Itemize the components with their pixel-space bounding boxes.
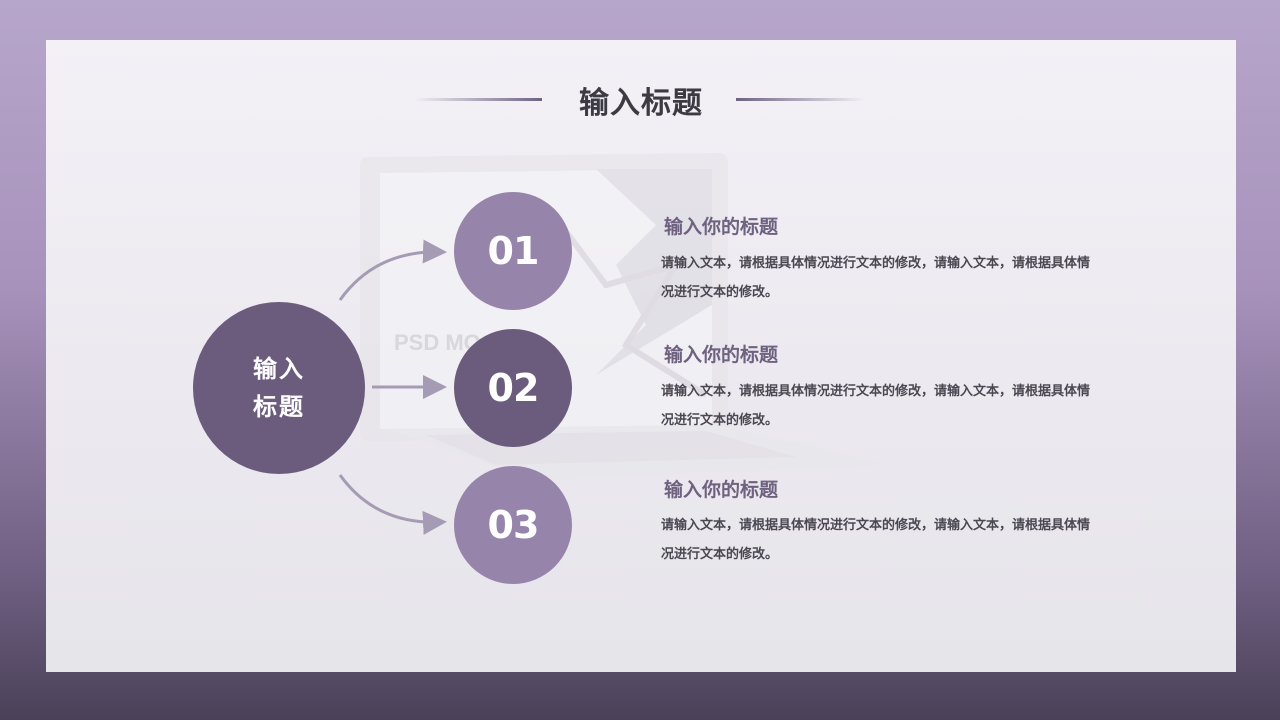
number-circle-03: 03 xyxy=(454,466,572,584)
item-text-03: 请输入文本，请根据具体情况进行文本的修改，请输入文本，请根据具体情况进行文本的修… xyxy=(661,518,1091,562)
number-circle-02: 02 xyxy=(454,329,572,447)
page-title: 输入标题 xyxy=(579,86,703,121)
title-decor-line-left xyxy=(414,98,542,101)
slide: PSD MO 输入标题 输入 标题 01 输入你的标题 请输入文本，请根据具体情… xyxy=(46,40,1236,672)
connector-arrows xyxy=(338,239,447,535)
item-title-02: 输入你的标题 xyxy=(664,344,779,366)
title-decor-line-right xyxy=(736,98,864,101)
number-circle-01: 01 xyxy=(454,192,572,310)
hub-label-line2: 标题 xyxy=(253,393,305,421)
title-row: 输入标题 xyxy=(46,60,1236,121)
item-title-01: 输入你的标题 xyxy=(664,216,779,238)
item-title-03: 输入你的标题 xyxy=(664,479,779,501)
hub-label-line1: 输入 xyxy=(253,355,305,383)
hub-circle: 输入 标题 xyxy=(193,302,365,474)
arrow-to-03 xyxy=(338,474,447,535)
arrow-to-01 xyxy=(338,239,447,301)
item-text-01: 请输入文本，请根据具体情况进行文本的修改，请输入文本，请根据具体情况进行文本的修… xyxy=(661,256,1091,300)
item-text-02: 请输入文本，请根据具体情况进行文本的修改，请输入文本，请根据具体情况进行文本的修… xyxy=(661,384,1091,428)
